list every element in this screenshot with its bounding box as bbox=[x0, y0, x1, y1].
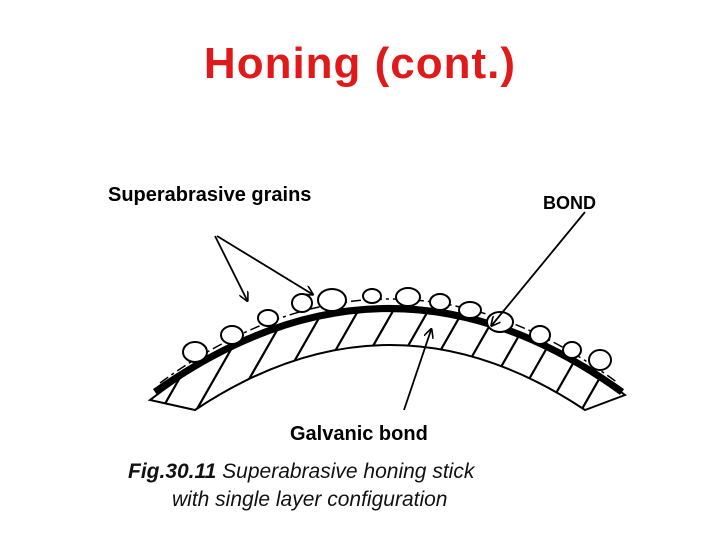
grains-arrow-2 bbox=[216, 235, 312, 294]
galvanic-bond-layer bbox=[152, 305, 625, 395]
label-bond: BOND bbox=[543, 193, 596, 213]
label-galvanic-bond: Galvanic bond bbox=[290, 423, 428, 445]
bond-outline bbox=[159, 298, 619, 384]
bond-arrow bbox=[492, 211, 586, 325]
caption-line-2: with single layer configuration bbox=[172, 488, 448, 511]
label-superabrasive-grains: Superabrasive grains bbox=[108, 184, 311, 206]
galvanic-arrow bbox=[403, 330, 431, 411]
figure-caption: Fig.30.11 Superabrasive honing stick wit… bbox=[128, 458, 588, 514]
caption-line-1: Superabrasive honing stick bbox=[222, 460, 475, 483]
caption-fig-number: Fig.30.11 bbox=[128, 460, 217, 483]
slide-title: Honing (cont.) bbox=[203, 39, 517, 88]
grains-arrow-1 bbox=[214, 235, 247, 300]
leader-arrows bbox=[214, 211, 586, 411]
